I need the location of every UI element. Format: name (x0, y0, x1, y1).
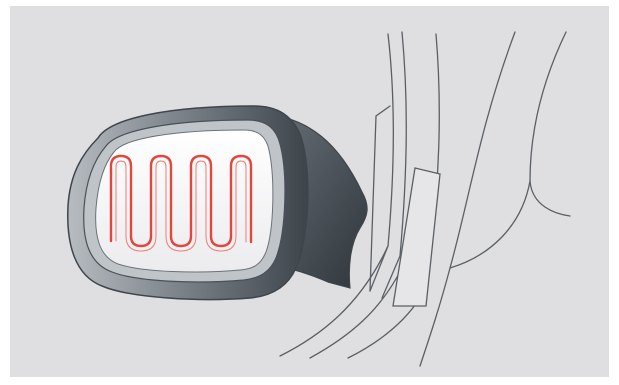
mirror-mount-plate (393, 168, 440, 306)
door-panel-curve (450, 181, 530, 268)
lower-door-line-2 (310, 268, 402, 358)
illustration-panel (10, 6, 609, 377)
lower-door-line-3 (348, 298, 420, 358)
door-edge-line (530, 32, 570, 216)
heated-mirror-illustration (10, 6, 609, 377)
a-pillar-line-1 (370, 34, 393, 291)
mirror-mount-inner-line (370, 106, 390, 291)
